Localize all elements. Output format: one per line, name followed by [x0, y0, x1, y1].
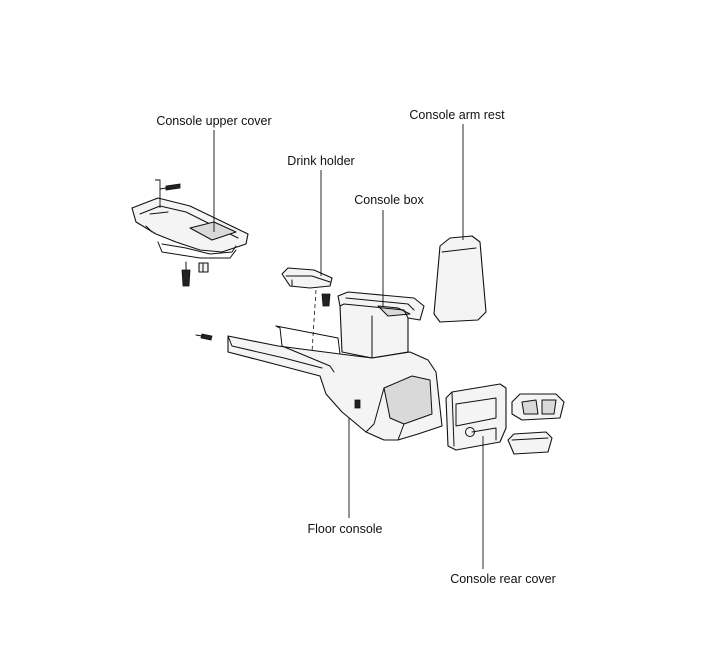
label-console-arm-rest: Console arm rest: [409, 108, 505, 122]
label-console-box: Console box: [354, 193, 424, 207]
drink-holder-guide-line: [311, 289, 317, 353]
label-console-upper-cover: Console upper cover: [156, 114, 271, 128]
upper-cover-clip: [198, 262, 209, 273]
rear-cover-tray-part: [507, 431, 553, 455]
console-arm-rest-part: [433, 235, 487, 323]
upper-cover-bottom-screw: [181, 261, 191, 287]
drink-holder-part: [281, 267, 333, 289]
console-rear-cover-part: [445, 383, 507, 451]
console-box-part: [337, 291, 425, 359]
label-floor-console: Floor console: [307, 522, 382, 536]
floor-console-part: [227, 325, 443, 441]
rear-cover-bezel-part: [511, 393, 565, 421]
upper-cover-top-screw: [159, 183, 181, 191]
upper-cover-guide-line: [155, 179, 161, 208]
floor-console-side-screw: [195, 333, 213, 341]
label-drink-holder: Drink holder: [287, 154, 354, 168]
console-upper-cover-part: [131, 197, 249, 259]
label-console-rear-cover: Console rear cover: [450, 572, 556, 586]
drink-holder-screw: [321, 293, 331, 307]
